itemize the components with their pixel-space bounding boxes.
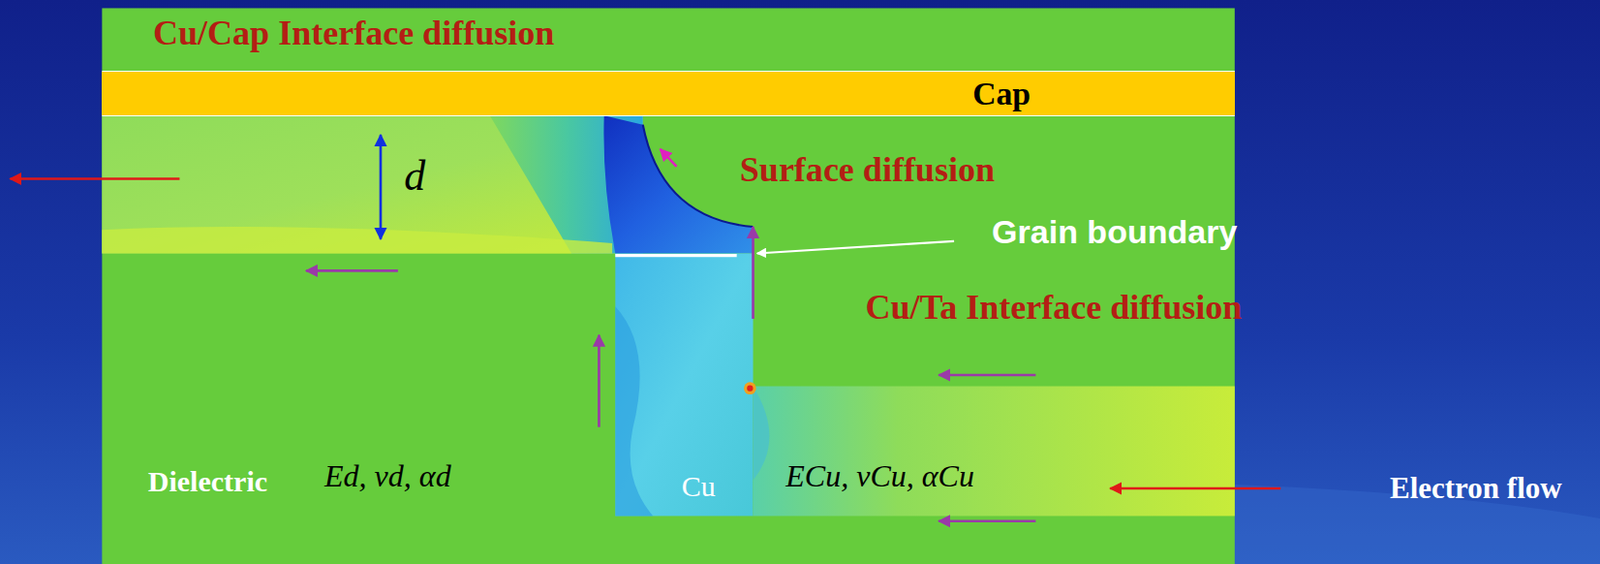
material-label: Dielectric: [148, 464, 268, 497]
material-label: Cu: [681, 469, 716, 502]
mechanism-label: Cu/Cap Interface diffusion: [153, 14, 554, 54]
band-label: Cap: [972, 77, 1031, 111]
mechanism-label: Surface diffusion: [739, 151, 995, 190]
material-properties: Ed, νd, αd: [324, 459, 452, 493]
material-properties: ECu, νCu, αCu: [785, 459, 975, 493]
flow-label: Electron flow: [1389, 471, 1563, 505]
callout-label: Grain boundary: [991, 214, 1237, 250]
dimension-label: d: [403, 153, 426, 200]
cap-band: Cap: [101, 71, 1234, 116]
mechanism-label: Cu/Ta Interface diffusion: [864, 288, 1242, 328]
